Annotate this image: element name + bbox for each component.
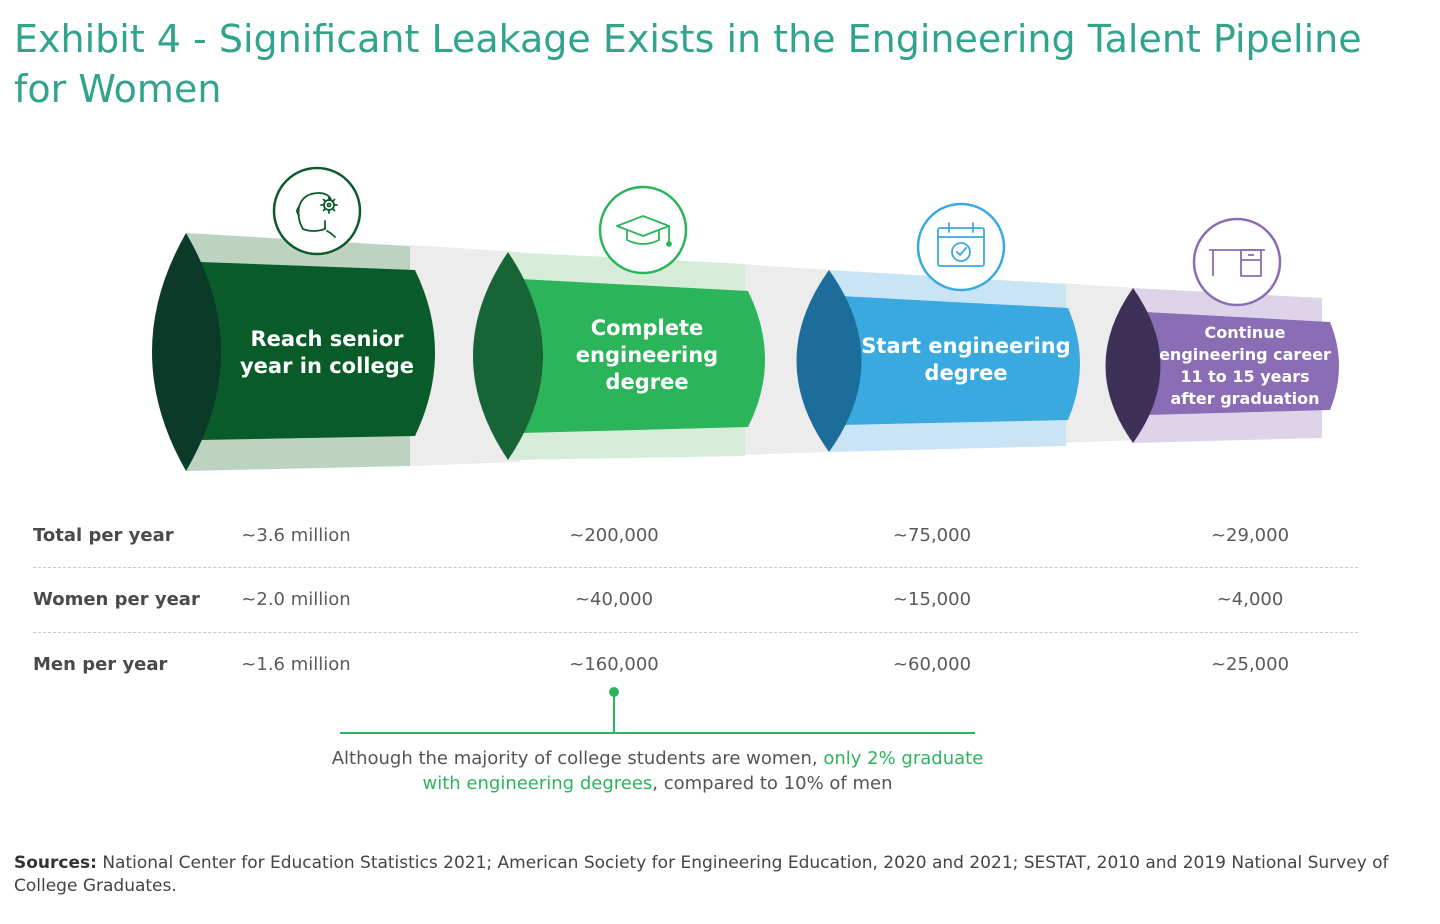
stage-career-label-line: 11 to 15 years — [1180, 367, 1310, 386]
cell-total-career: ~29,000 — [1210, 525, 1290, 546]
stage-start-label-line: degree — [924, 360, 1008, 385]
stage-career-label-line: engineering career — [1159, 345, 1331, 364]
stage-degree-label-line: degree — [605, 369, 689, 394]
sources-label: Sources: — [14, 853, 97, 873]
desk-icon — [1192, 217, 1282, 307]
stage-senior-label-line: year in college — [239, 353, 415, 378]
stage-start-label: Start engineering degree — [856, 333, 1076, 387]
stage-senior — [152, 233, 435, 471]
callout-text-before: Although the majority of college student… — [331, 748, 824, 769]
stage-career-label-line: after graduation — [1170, 389, 1320, 408]
stage-start-body — [840, 296, 1080, 425]
stage-career-lens — [1105, 288, 1161, 443]
callout-stem — [613, 692, 615, 734]
stage-career-body — [1145, 312, 1339, 415]
cell-men-senior: ~1.6 million — [241, 654, 351, 675]
row-label-women: Women per year — [33, 589, 200, 610]
sources-note: Sources: National Center for Education S… — [14, 852, 1424, 898]
stage-degree-label: Complete engineering degree — [537, 315, 757, 396]
cell-total-senior: ~3.6 million — [241, 525, 351, 546]
graduation-cap-icon — [598, 185, 688, 275]
callout-highlight: only 2% graduate with engineering degree… — [422, 748, 984, 794]
stage-start — [796, 270, 1080, 452]
stage-degree-label-line: engineering — [575, 342, 719, 367]
cell-women-career: ~4,000 — [1216, 589, 1284, 610]
stage-senior-label: Reach senior year in college — [217, 326, 437, 380]
stage-senior-label-line: Reach senior — [250, 327, 404, 351]
sources-text: National Center for Education Statistics… — [14, 853, 1389, 896]
stage-degree-label-line: Complete — [590, 316, 704, 340]
stage-start-label-line: Start engineering — [861, 334, 1071, 358]
callout-dot — [609, 687, 619, 697]
callout-text-after: , compared to 10% of men — [652, 773, 893, 794]
callout-text: Although the majority of college student… — [320, 746, 995, 796]
page-title: Exhibit 4 - Significant Leakage Exists i… — [14, 17, 1362, 111]
stage-senior-body — [200, 262, 435, 440]
cell-women-start: ~15,000 — [892, 589, 972, 610]
cell-women-degree: ~40,000 — [574, 589, 654, 610]
stage-career-label: Continue engineering career 11 to 15 yea… — [1150, 322, 1340, 410]
stage-degree — [473, 252, 765, 460]
cell-men-career: ~25,000 — [1210, 654, 1290, 675]
calendar-check-icon — [916, 202, 1006, 292]
pipeline-diagram — [152, 166, 1339, 471]
stage-senior-lens — [152, 233, 221, 471]
stage-career-label-line: Continue — [1204, 323, 1286, 342]
cell-men-degree: ~160,000 — [569, 654, 659, 675]
row-divider — [33, 632, 1358, 633]
cell-women-senior: ~2.0 million — [241, 589, 351, 610]
stage-degree-lens — [473, 252, 543, 460]
cell-total-start: ~75,000 — [892, 525, 972, 546]
stage-start-lens — [796, 270, 862, 452]
row-divider — [33, 567, 1358, 568]
callout-line — [340, 732, 975, 734]
row-label-men: Men per year — [33, 654, 168, 675]
stage-degree-body — [520, 279, 765, 433]
person-gear-icon — [272, 166, 362, 256]
stage-career — [1105, 288, 1339, 443]
row-label-total: Total per year — [33, 525, 174, 546]
cell-total-degree: ~200,000 — [569, 525, 659, 546]
cell-men-start: ~60,000 — [892, 654, 972, 675]
